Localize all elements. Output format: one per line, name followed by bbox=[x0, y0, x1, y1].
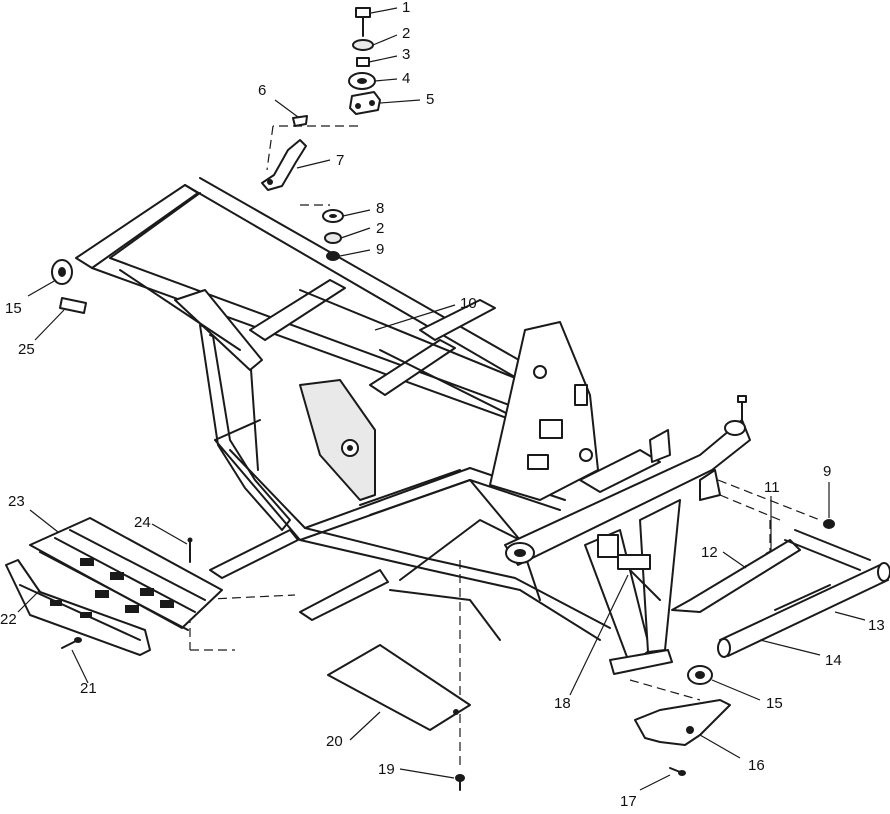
shim-part-25 bbox=[59, 297, 87, 314]
mount-bracket-part-5 bbox=[349, 91, 381, 115]
bolt-part-21 bbox=[61, 637, 82, 649]
washer-part-2 bbox=[352, 39, 374, 51]
bolt-part-19 bbox=[455, 774, 465, 791]
bushing-part-15 bbox=[51, 259, 73, 285]
callout-11: 11 bbox=[764, 479, 780, 496]
pin-part-24 bbox=[187, 537, 193, 563]
plug-part-6 bbox=[292, 115, 308, 127]
nut-part-9b bbox=[823, 519, 835, 529]
callout-23: 23 bbox=[8, 493, 25, 510]
callout-1: 1 bbox=[402, 0, 410, 16]
assembly-guide bbox=[266, 125, 274, 171]
strap-bracket-part-7 bbox=[261, 139, 307, 191]
assembly-guide bbox=[629, 679, 701, 701]
callout-19: 19 bbox=[378, 761, 395, 778]
nut-part-9 bbox=[326, 251, 340, 261]
axle-tube-part-13 bbox=[717, 562, 890, 658]
mount-bolt-part-1 bbox=[355, 7, 371, 37]
rubber-mount-part-4 bbox=[348, 72, 376, 90]
callout-12: 12 bbox=[701, 544, 718, 561]
callout-20: 20 bbox=[326, 733, 343, 750]
callout-9: 9 bbox=[376, 241, 384, 258]
front-rack-part-23 bbox=[29, 517, 223, 631]
skid-plate-part-20 bbox=[327, 644, 471, 731]
callout-8: 8 bbox=[376, 200, 384, 217]
bushing-part-8 bbox=[322, 209, 344, 223]
callout-22: 22 bbox=[0, 611, 17, 628]
callout-25: 25 bbox=[18, 341, 35, 358]
bracket-part-16 bbox=[634, 699, 731, 746]
callout-6: 6 bbox=[258, 82, 266, 99]
bushing-part-15b bbox=[687, 665, 713, 685]
callout-21: 21 bbox=[80, 680, 97, 697]
callout-3: 3 bbox=[402, 46, 410, 63]
callout-5: 5 bbox=[426, 91, 434, 108]
callout-2b: 2 bbox=[376, 220, 384, 237]
washer-part-2b bbox=[324, 232, 342, 244]
callout-9b: 9 bbox=[823, 463, 831, 480]
bolt-part-17 bbox=[669, 767, 686, 776]
assembly-guide bbox=[717, 479, 821, 521]
callout-17: 17 bbox=[620, 793, 637, 809]
spacer-part-3 bbox=[356, 57, 370, 67]
callout-15: 15 bbox=[5, 300, 22, 317]
callout-16: 16 bbox=[748, 757, 765, 774]
callout-18: 18 bbox=[554, 695, 571, 712]
callout-10: 10 bbox=[460, 295, 477, 312]
leader-lines bbox=[17, 7, 866, 791]
callout-14: 14 bbox=[825, 652, 842, 669]
callout-15b: 15 bbox=[766, 695, 783, 712]
callout-4: 4 bbox=[402, 70, 410, 87]
main-frame-part-10 bbox=[75, 177, 751, 675]
assembly-guide bbox=[719, 494, 781, 521]
callout-24: 24 bbox=[134, 514, 151, 531]
tube-part-14 bbox=[671, 529, 871, 613]
callout-13: 13 bbox=[868, 617, 885, 634]
callout-7: 7 bbox=[336, 152, 344, 169]
callout-2: 2 bbox=[402, 25, 410, 42]
bumper-part-22 bbox=[5, 559, 151, 656]
